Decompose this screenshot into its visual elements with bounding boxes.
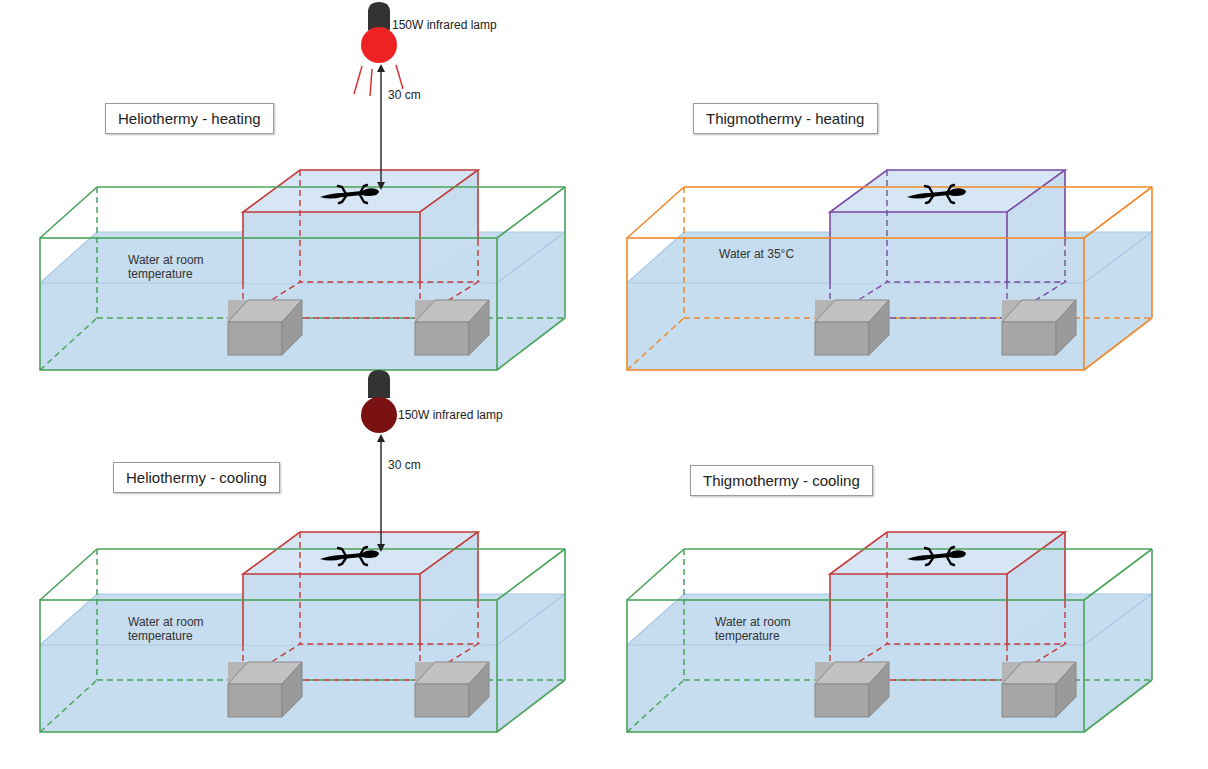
condition-title: Thigmothermy - heating bbox=[706, 110, 864, 127]
dimension-label: 30 cm bbox=[388, 88, 421, 102]
water-label: Water at 35°C bbox=[719, 247, 859, 261]
condition-title-box: Thigmothermy - heating bbox=[693, 103, 878, 134]
water-label: Water at room temperature bbox=[715, 615, 823, 643]
condition-title: Heliothermy - cooling bbox=[126, 469, 267, 486]
tank-illustration bbox=[40, 532, 565, 732]
tank-illustration bbox=[627, 170, 1152, 370]
lamp-label: 150W infrared lamp bbox=[392, 18, 497, 32]
water-tank: Water at 35°C bbox=[627, 187, 1152, 370]
condition-title-box: Thigmothermy - cooling bbox=[690, 465, 873, 496]
water-label: Water at room temperature bbox=[128, 615, 236, 643]
water-tank: Water at room temperature bbox=[40, 187, 565, 370]
condition-title: Heliothermy - heating bbox=[118, 110, 261, 127]
condition-title: Thigmothermy - cooling bbox=[703, 472, 860, 489]
tank-illustration bbox=[627, 532, 1152, 732]
water-tank: Water at room temperature bbox=[627, 549, 1152, 732]
water-tank: Water at room temperature bbox=[40, 549, 565, 732]
tank-illustration bbox=[40, 170, 565, 370]
lamp-label: 150W infrared lamp bbox=[398, 408, 503, 422]
dimension-label: 30 cm bbox=[388, 458, 421, 472]
condition-title-box: Heliothermy - heating bbox=[105, 103, 274, 134]
condition-title-box: Heliothermy - cooling bbox=[113, 462, 280, 493]
water-label: Water at room temperature bbox=[128, 253, 236, 281]
